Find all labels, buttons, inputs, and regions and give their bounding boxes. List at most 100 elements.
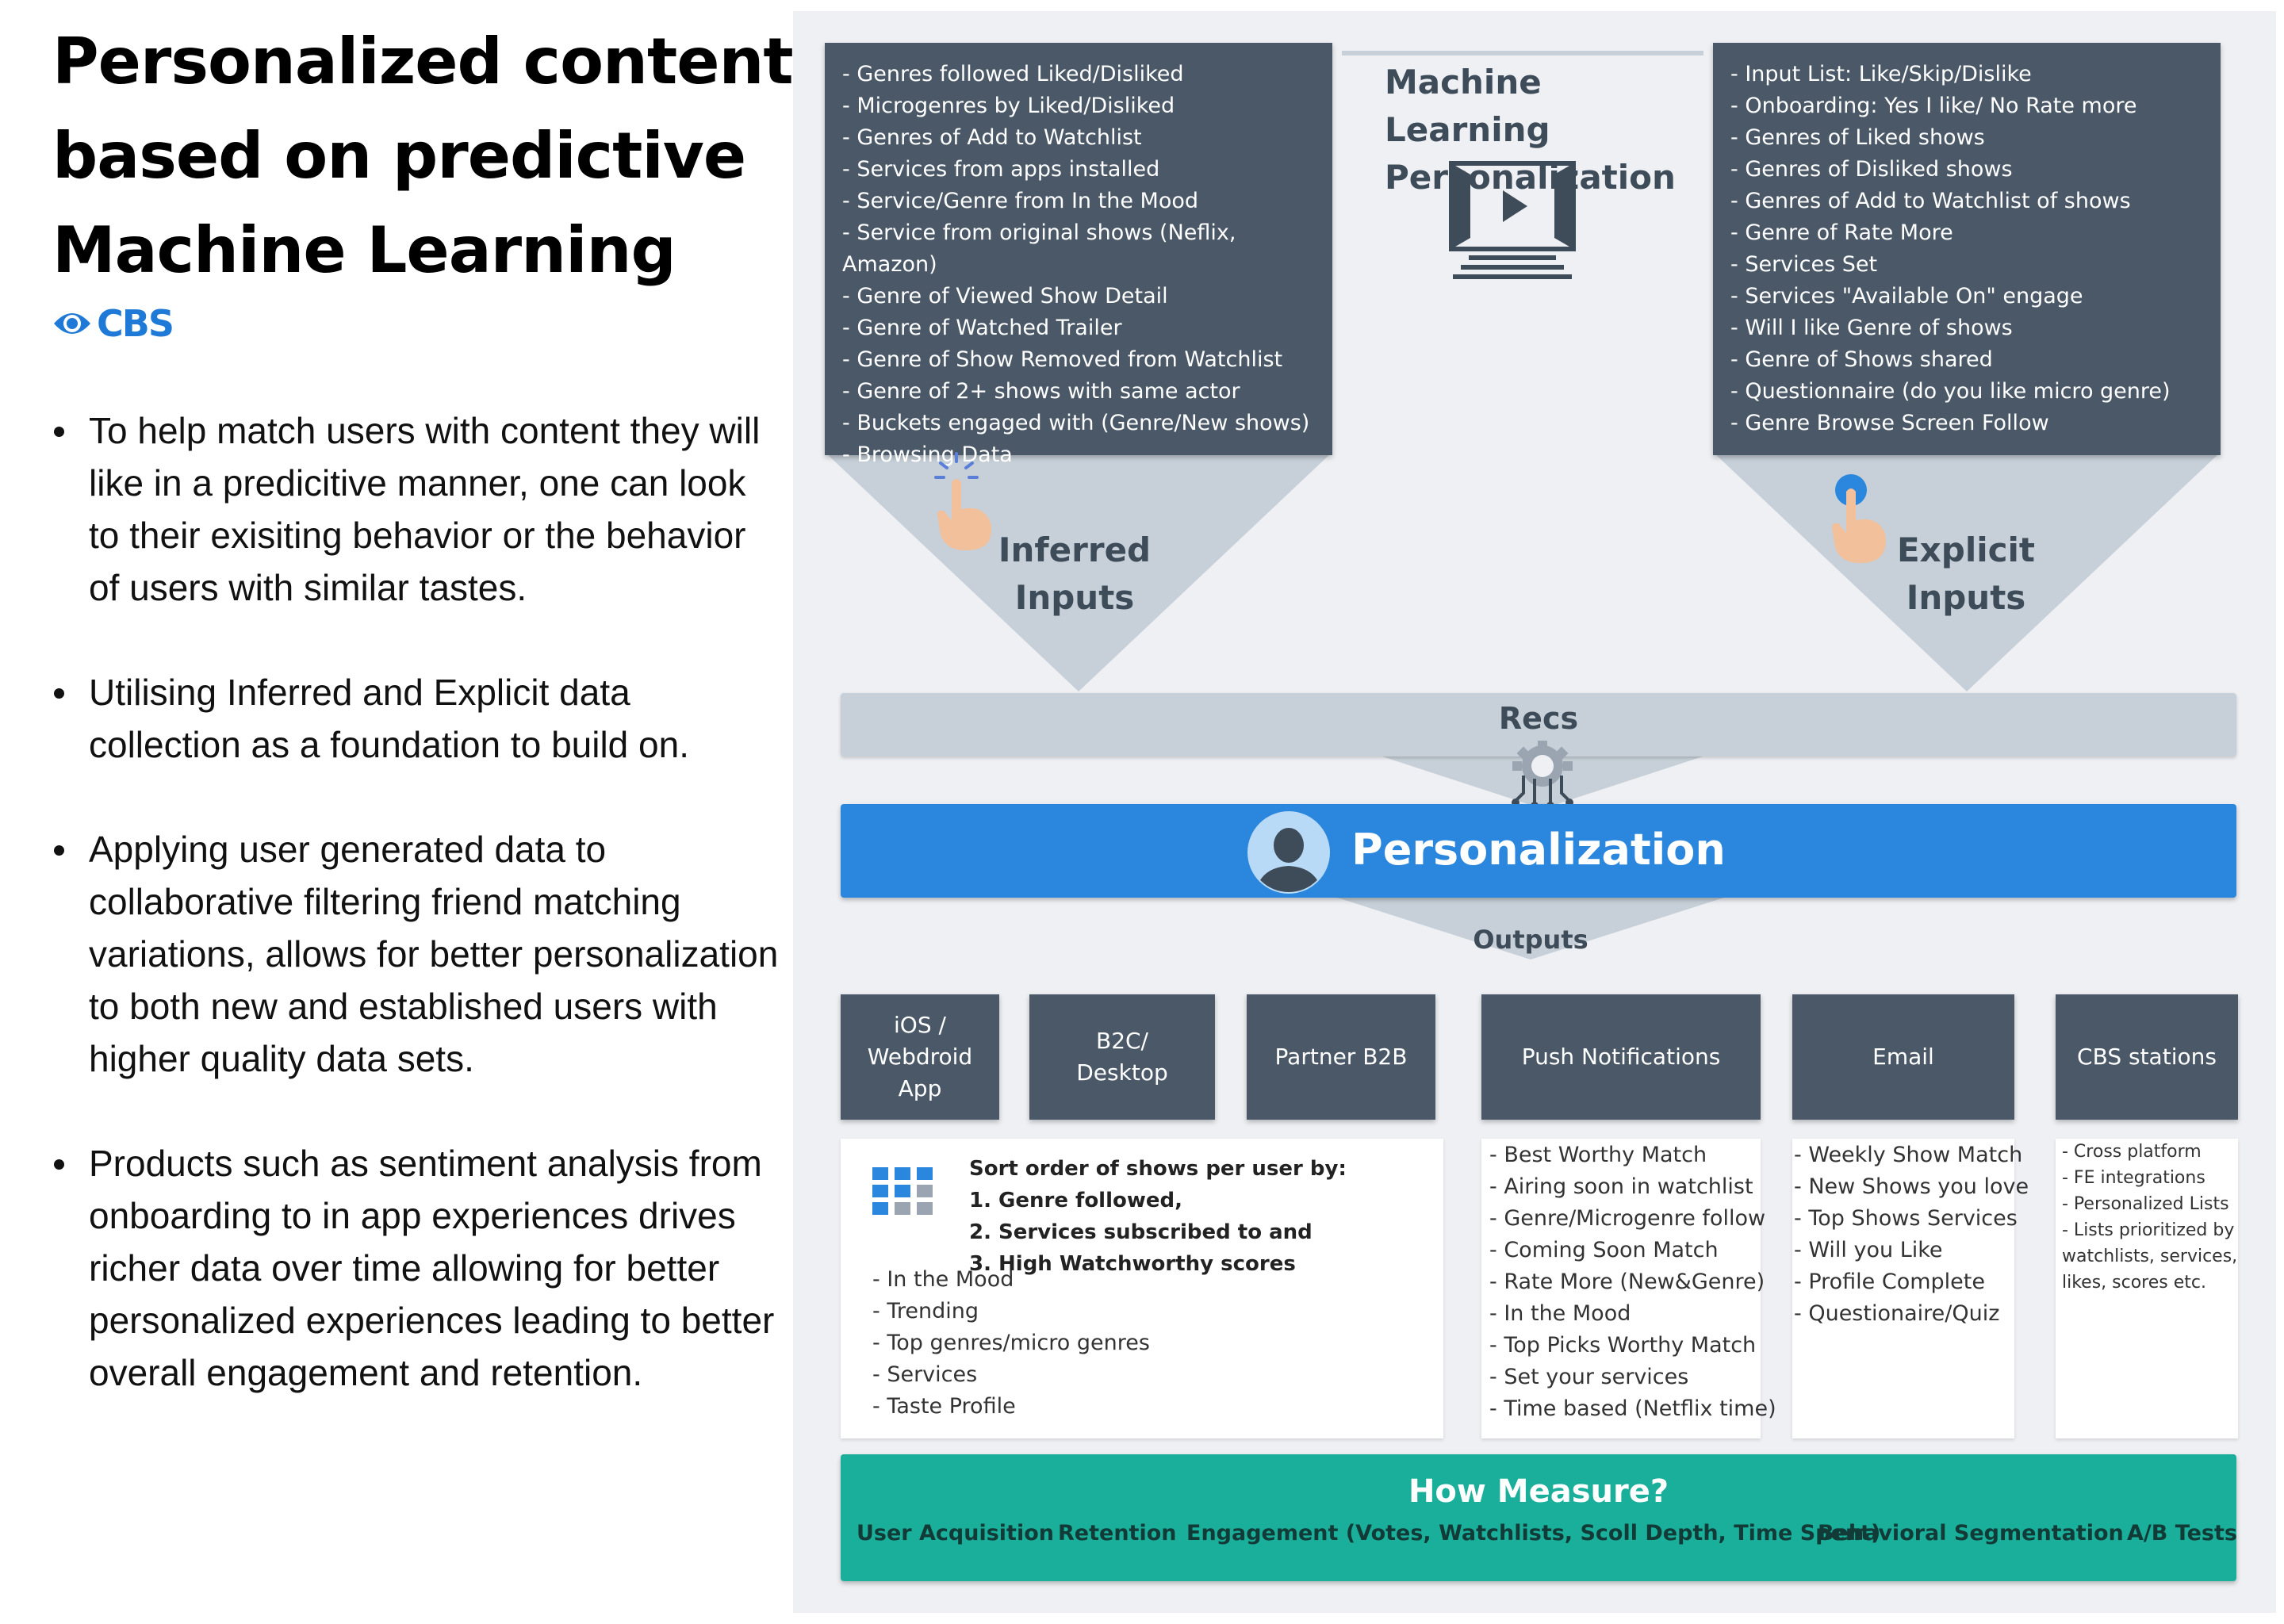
ml-title: Machine Learning Personalization — [1385, 59, 1718, 201]
list-item: - In the Mood — [872, 1267, 1014, 1292]
list-item: - Services Set — [1730, 252, 1878, 277]
list-item: - Taste Profile — [872, 1394, 1016, 1419]
app-grid-icon — [872, 1167, 933, 1215]
metric-ab-tests: A/B Tests — [2127, 1521, 2237, 1545]
explicit-inputs-box: - Input List: Like/Skip/Dislike - Onboar… — [1713, 43, 2221, 455]
list-item: - Questionaire/Quiz — [1794, 1301, 2000, 1326]
output-cbs-stations: CBS stations — [2056, 994, 2238, 1120]
list-item: - Best Worthy Match — [1489, 1143, 1707, 1167]
list-item: - Genre of Show Removed from Watchlist — [842, 347, 1283, 372]
list-item: - Genres followed Liked/Disliked — [842, 62, 1184, 86]
list-item: - Questionnaire (do you like micro genre… — [1730, 379, 2171, 404]
inferred-list: - Genres followed Liked/Disliked - Micro… — [825, 43, 1332, 487]
bullet-list: To help match users with content they wi… — [48, 404, 785, 1451]
label-line: Email — [1872, 1044, 1934, 1070]
list-item: - Genres of Liked shows — [1730, 125, 1985, 150]
metric-user-acquisition: User Acquisition — [856, 1521, 1054, 1545]
list-item: - Will I like Genre of shows — [1730, 316, 2013, 340]
list-item: - Weekly Show Match — [1794, 1143, 2023, 1167]
list-item: - Genre of Watched Trailer — [842, 316, 1122, 340]
list-item: - Trending — [872, 1299, 979, 1323]
stations-list: - Cross platform - FE integrations - Per… — [2056, 1139, 2238, 1296]
ml-title-line: Machine Learning — [1385, 63, 1550, 149]
list-item: - Browsing Data — [842, 442, 1013, 467]
list-item: - Profile Complete — [1794, 1270, 1985, 1294]
label-line: Webdroid — [867, 1044, 973, 1070]
list-item: - Time based (Netflix time) — [1489, 1396, 1776, 1421]
label-line: Inputs — [1014, 578, 1135, 617]
label-line: B2C/ — [1095, 1028, 1148, 1054]
how-measure-title: How Measure? — [1408, 1473, 1669, 1510]
label-line: Inferred — [998, 530, 1152, 569]
label-line: Push Notifications — [1521, 1044, 1721, 1070]
video-monitor-icon — [1449, 161, 1576, 279]
list-item: - Rate More (New&Genre) — [1489, 1270, 1765, 1294]
label-line: Partner B2B — [1274, 1044, 1408, 1070]
list-item: - Coming Soon Match — [1489, 1238, 1719, 1262]
user-avatar-icon — [1247, 811, 1330, 894]
tap-gesture-icon — [934, 452, 991, 550]
list-item: - Input List: Like/Skip/Dislike — [1730, 62, 2032, 86]
title-line: based on predictive — [52, 119, 746, 193]
list-item: - Services from apps installed — [842, 157, 1160, 182]
list-item: - Airing soon in watchlist — [1489, 1174, 1753, 1199]
list-item: - Lists prioritized by — [2062, 1220, 2235, 1240]
output-push-notifications: Push Notifications — [1481, 994, 1761, 1120]
touch-press-icon — [1832, 474, 1886, 563]
title-line: Machine Learning — [52, 213, 676, 287]
explicit-list: - Input List: Like/Skip/Dislike - Onboar… — [1713, 43, 2221, 455]
list-item: - In the Mood — [1489, 1301, 1631, 1326]
list-item: - New Shows you love — [1794, 1174, 2029, 1199]
explicit-funnel — [1713, 452, 2221, 691]
list-item: - Services "Available On" engage — [1730, 284, 2083, 308]
bullet-item: Utilising Inferred and Explicit data col… — [48, 666, 785, 771]
list-item: - Microgenres by Liked/Disliked — [842, 94, 1175, 118]
label-line: App — [898, 1075, 942, 1101]
list-item: - Cross platform — [2062, 1142, 2202, 1162]
label-line: Inputs — [1906, 578, 2026, 617]
recs-label: Recs — [1498, 701, 1579, 736]
list-item: - Personalized Lists — [2062, 1194, 2229, 1214]
list-item: - Genre of Viewed Show Detail — [842, 284, 1168, 308]
sort-order-heading: Sort order of shows per user by: 1. Genr… — [969, 1153, 1413, 1280]
output-email: Email — [1792, 994, 2014, 1120]
list-item: - Will you Like — [1794, 1238, 1943, 1262]
heading-line: 2. Services subscribed to and — [969, 1220, 1313, 1244]
label-line: Desktop — [1076, 1059, 1168, 1086]
list-item: - Buckets engaged with (Genre/New shows) — [842, 411, 1310, 435]
cbs-logo: CBS — [52, 302, 174, 345]
cbs-eye-icon — [54, 313, 90, 334]
list-item: watchlists, services, — [2062, 1247, 2238, 1266]
list-item: - Genres of Add to Watchlist — [842, 125, 1142, 150]
ml-divider — [1342, 51, 1703, 56]
label-line: Explicit — [1896, 530, 2035, 569]
personalization-label: Personalization — [1351, 825, 1726, 875]
list-item: likes, scores etc. — [2062, 1273, 2206, 1293]
email-list: - Weekly Show Match - New Shows you love… — [1792, 1139, 2029, 1330]
inferred-label: Inferred Inputs — [975, 527, 1174, 622]
list-item: - Set your services — [1489, 1365, 1689, 1389]
bullet-item: To help match users with content they wi… — [48, 404, 785, 614]
stations-output-card: - Cross platform - FE integrations - Per… — [2056, 1139, 2238, 1438]
explicit-label: Explicit Inputs — [1867, 527, 2065, 622]
list-item: - Service/Genre from In the Mood — [842, 189, 1198, 213]
outputs-funnel — [1332, 896, 1729, 959]
title-line: Personalized content — [52, 25, 794, 98]
list-item: - Top genres/micro genres — [872, 1331, 1150, 1355]
heading-line: Sort order of shows per user by: — [969, 1157, 1347, 1181]
inferred-inputs-box: - Genres followed Liked/Disliked - Micro… — [825, 43, 1332, 467]
list-item: - Top Picks Worthy Match — [1489, 1333, 1757, 1358]
heading-line: 3. High Watchworthy scores — [969, 1252, 1296, 1276]
list-item: - Genres of Add to Watchlist of shows — [1730, 189, 2131, 213]
apps-list: - In the Mood - Trending - Top genres/mi… — [872, 1264, 1190, 1423]
heading-line: 1. Genre followed, — [969, 1189, 1183, 1212]
push-output-card: - Best Worthy Match - Airing soon in wat… — [1481, 1139, 1776, 1438]
metric-retention: Retention — [1058, 1521, 1177, 1545]
how-measure-bar — [841, 1454, 2236, 1581]
list-item: - Service from original shows (Neflix, A… — [842, 220, 1236, 277]
apps-output-card — [841, 1139, 1443, 1438]
bullet-item: Applying user generated data to collabor… — [48, 823, 785, 1085]
apps-list-wrap: - In the Mood - Trending - Top genres/mi… — [872, 1264, 1190, 1423]
output-partner-b2b: Partner B2B — [1247, 994, 1435, 1120]
label-line: iOS / — [894, 1012, 946, 1038]
